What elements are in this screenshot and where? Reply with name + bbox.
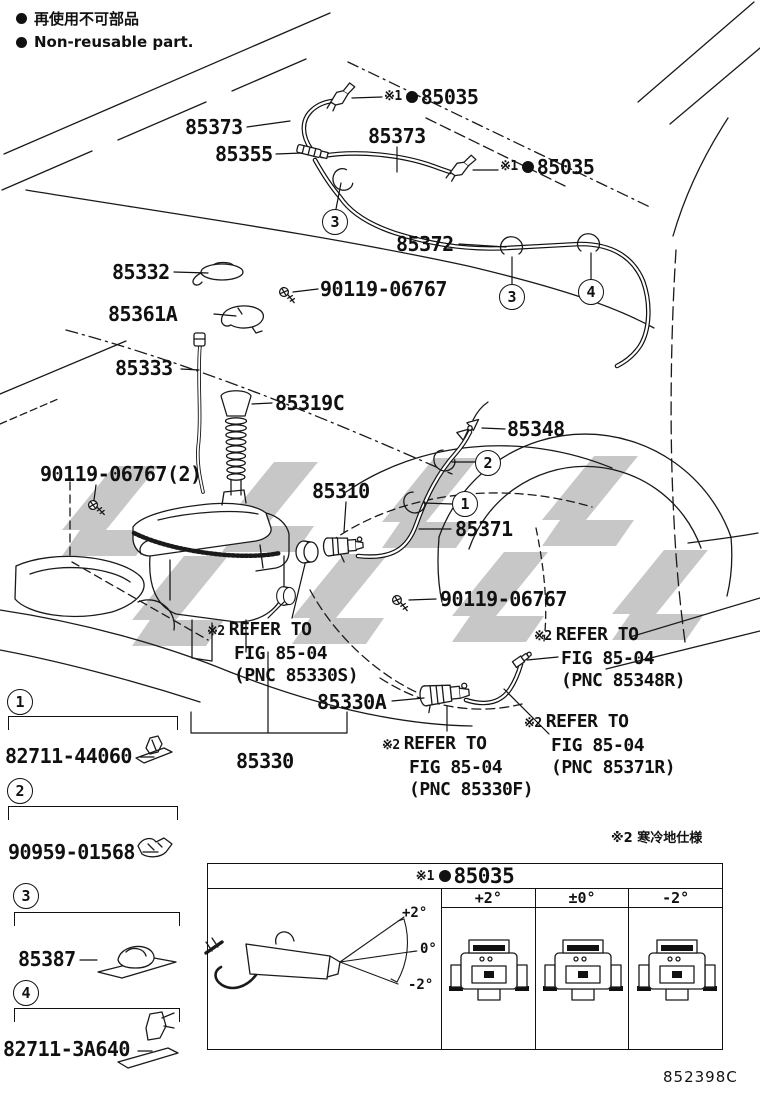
part-label-85319C: 85319C [275,391,345,415]
legend-text-jp: 再使用不可部品 [34,9,140,28]
group-bracket [8,806,178,820]
part-label-85371: 85371 [455,517,513,541]
footnote-marker: ※2 [207,624,225,639]
car-body-lines [0,1,760,727]
footnote-marker: ※1 [415,868,435,884]
part-label-85361A: 85361A [108,302,178,326]
callout-1: 1 [452,491,478,517]
nozzle-icon [321,81,360,113]
footnote-marker: ※2 [382,738,400,753]
legend-row-en: Non-reusable part. [16,30,193,54]
non-reusable-dot-icon [438,870,451,882]
footnote-marker: ※1 [500,159,518,174]
spray-angle-zero: 0° [420,941,437,957]
part-label-85373-right: 85373 [368,124,426,148]
nozzle-table-title: ※1 85035 [208,864,722,889]
part-label-85373-left: 85373 [185,115,243,139]
leader-lines [79,96,592,1052]
part-label-85035-top: ※1 85035 [384,85,479,109]
non-reusable-dot-icon [405,91,418,103]
column-minus2: -2° [628,888,723,1049]
non-reusable-dot-icon [16,12,27,24]
washer-hoses [196,98,651,706]
footnote-marker: ※1 [384,89,402,104]
figure-number: 852398C [663,1068,738,1086]
column-plus2: +2° [441,888,535,1049]
group-bracket [14,912,180,926]
callout-1: 1 [7,689,33,715]
callout-3: 3 [499,284,525,310]
part-label-90119-06767-top: 90119-06767 [320,277,447,301]
nozzle-angle-table: ※1 85035 +2° ±0° -2° [207,863,723,1050]
nozzle-table-columns: +2° ±0° -2° [441,888,723,1049]
part-label-85310: 85310 [312,479,370,503]
part-label-82711-44060: 82711-44060 [5,744,132,768]
callout-4: 4 [13,980,39,1006]
callout-3: 3 [322,209,348,235]
spray-angle-plus2: +2° [402,905,428,921]
legend-row-jp: 再使用不可部品 [16,6,193,30]
group-bracket [8,716,178,730]
group-bracket [14,1008,180,1022]
part-label-85387: 85387 [18,947,76,971]
clip-90959-01568 [137,837,173,858]
part-label-90119-06767-x2: 90119-06767(2) [40,462,202,486]
part-label-82711-3A640: 82711-3A640 [3,1037,130,1061]
washer-pump-2 [419,682,470,714]
washer-reservoir [131,489,290,662]
clip-82711-3A640 [117,1011,179,1069]
nozzle-icon [442,153,480,183]
callout-4: 4 [578,279,604,305]
callout-3: 3 [13,883,39,909]
clip-82711-44060 [135,735,173,764]
part-label-85355: 85355 [215,142,273,166]
washer-pump [322,536,364,563]
part-label-85330: 85330 [236,749,294,773]
non-reusable-dot-icon [521,161,534,173]
footnote-marker: ※2 [524,716,542,731]
part-label-90119-06767-mid: 90119-06767 [440,587,567,611]
clip-85387 [97,945,177,979]
part-label-85330A: 85330A [317,690,387,714]
component-drawings [86,81,718,1069]
part-label-85332: 85332 [112,260,170,284]
legend-text-en: Non-reusable part. [34,33,194,51]
callout-2: 2 [7,778,33,804]
cold-climate-note: ※2 寒冷地仕様 [611,831,703,846]
legend: 再使用不可部品 Non-reusable part. [16,6,193,54]
part-label-85348: 85348 [507,417,565,441]
spray-angle-minus2: -2° [408,977,434,993]
footnote-marker: ※2 [534,629,552,644]
non-reusable-dot-icon [16,36,27,48]
part-label-85035-mid: ※1 85035 [500,155,595,179]
part-label-90959-01568: 90959-01568 [8,840,135,864]
column-zero: ±0° [534,888,629,1049]
part-label-85333: 85333 [115,356,173,380]
part-label-85372: 85372 [396,232,454,256]
callout-2: 2 [475,450,501,476]
